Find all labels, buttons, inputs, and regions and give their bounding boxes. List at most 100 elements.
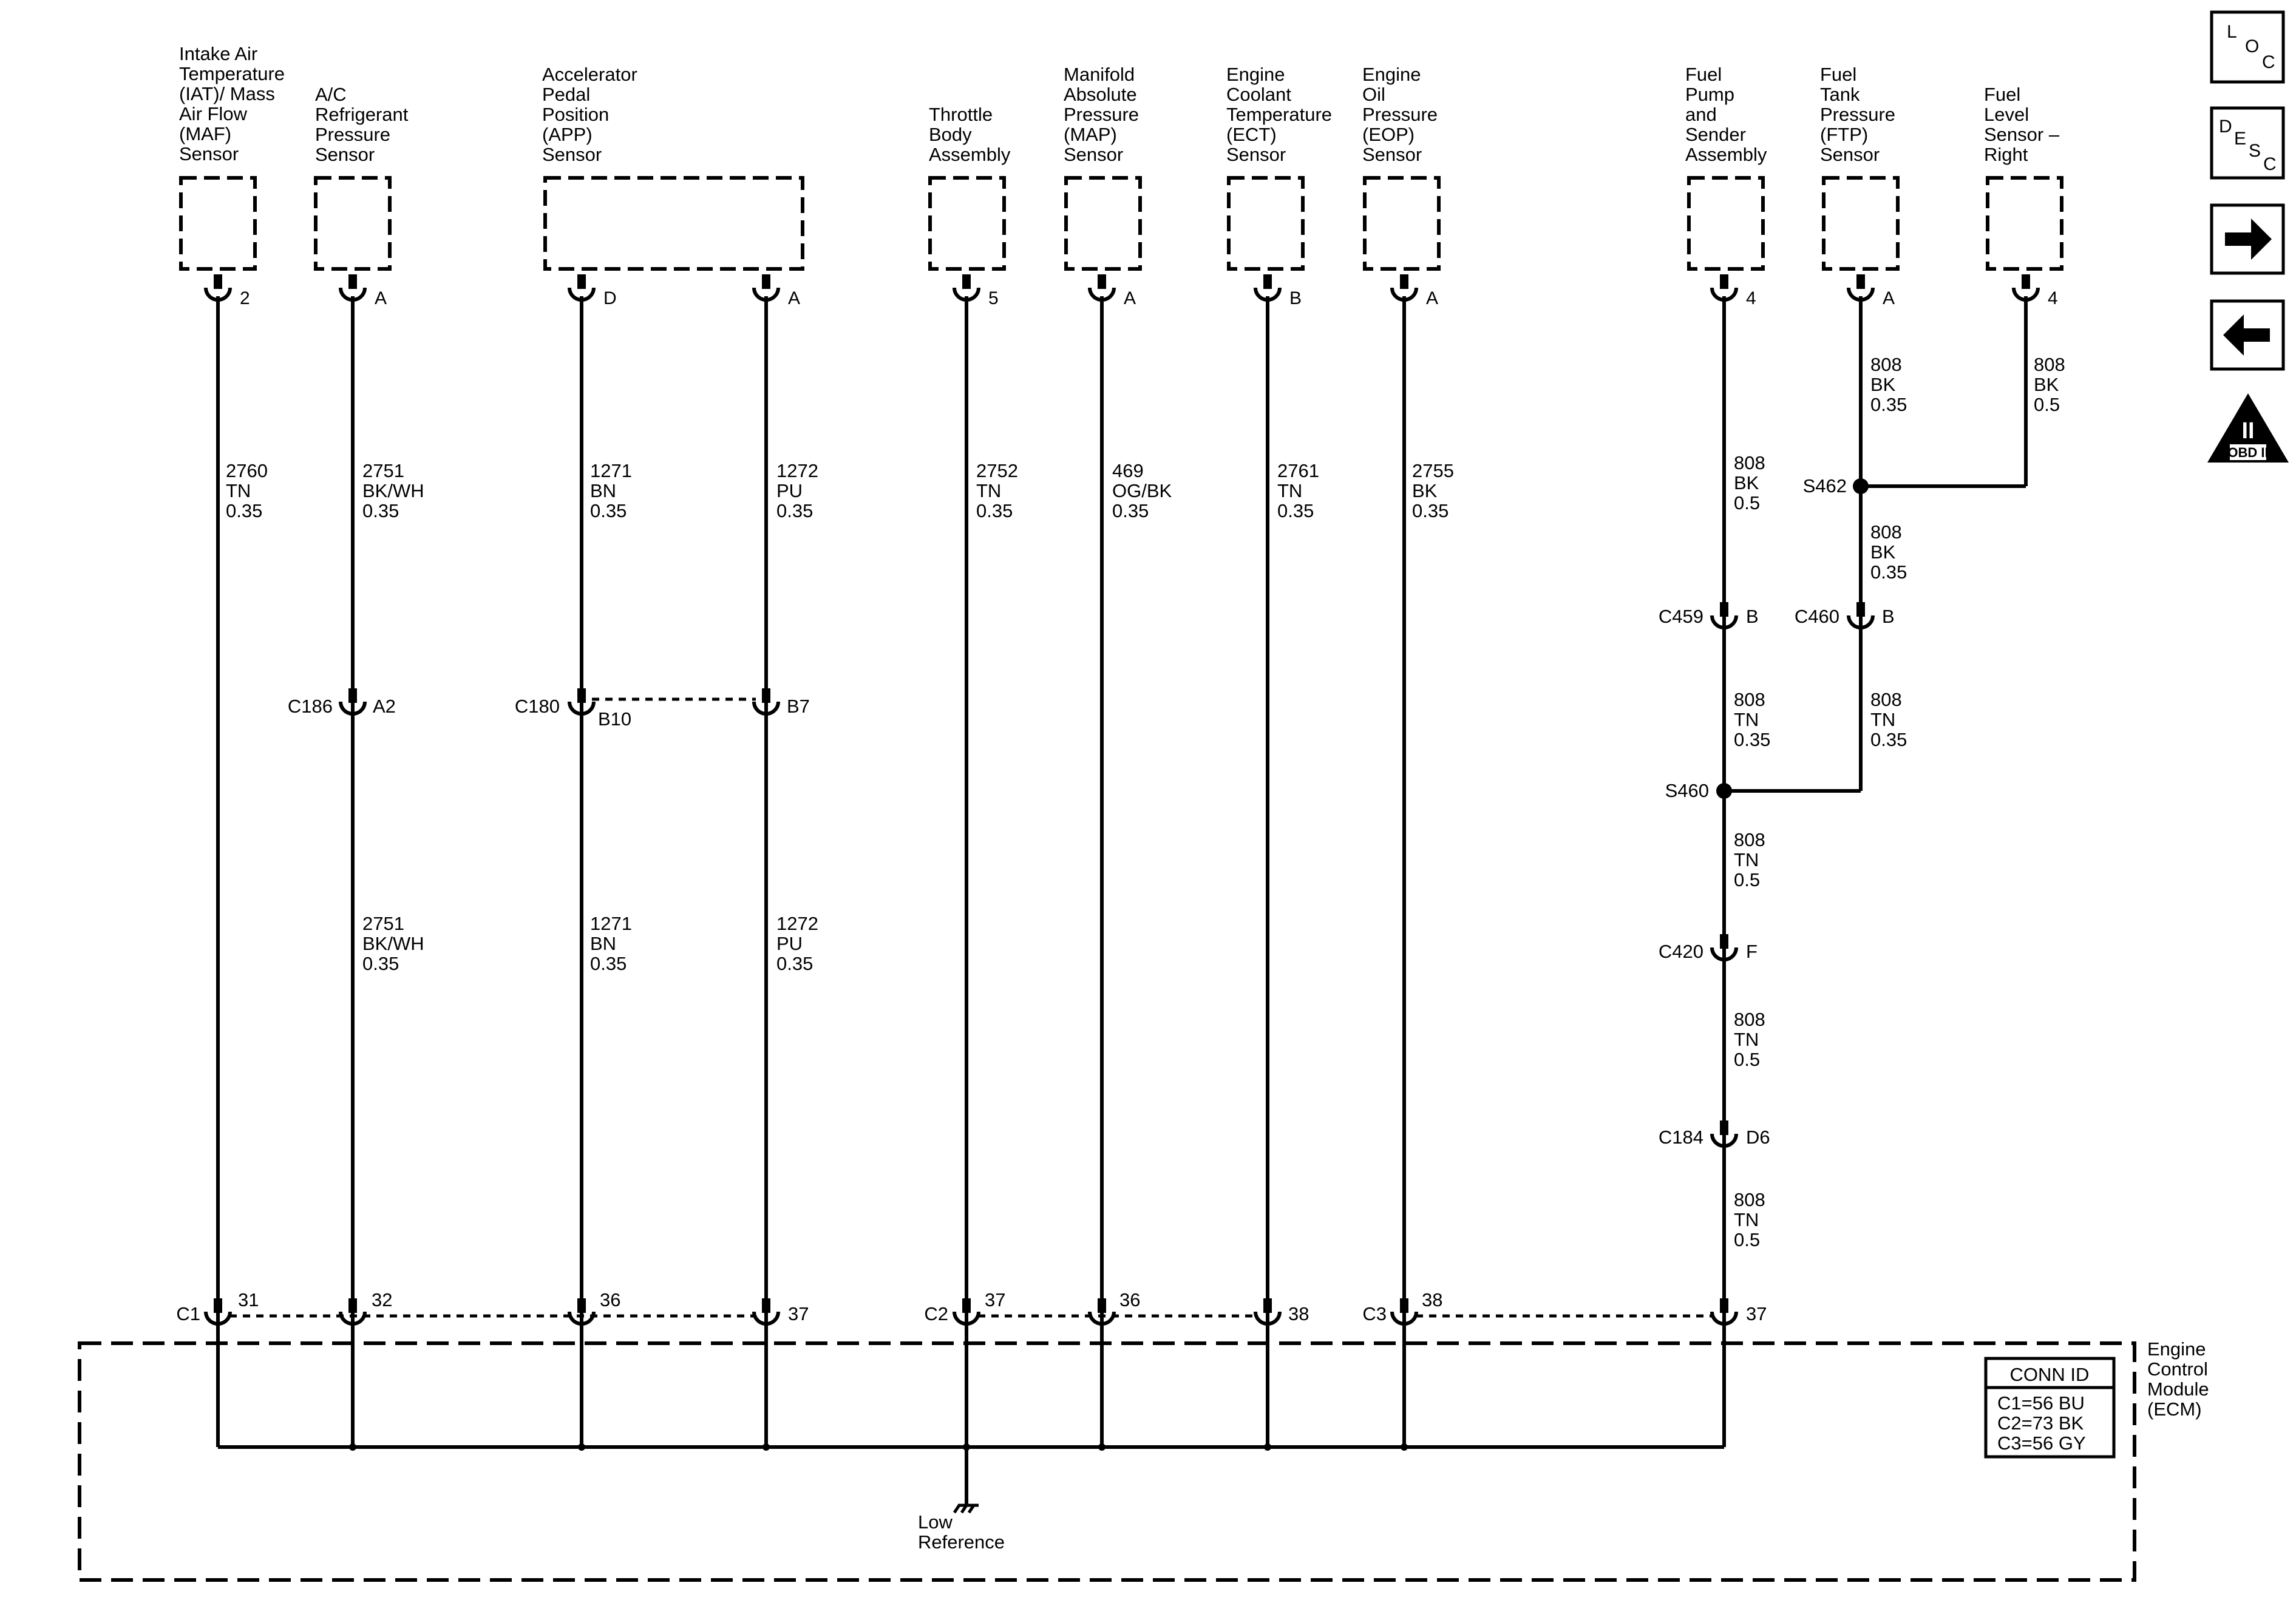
connector-c420-name: C420 <box>1659 941 1703 962</box>
component-title-map: Manifold Absolute Pressure (MAP) Sensor <box>1064 64 1144 165</box>
component-title-ftp: Fuel Tank Pressure (FTP) Sensor <box>1820 64 1901 165</box>
arrow-right-icon <box>2225 219 2272 260</box>
component-box-fuel-level-right <box>1986 176 2063 271</box>
obd-ii-triangle-icon <box>2207 393 2289 463</box>
svg-text:C: C <box>2263 154 2277 174</box>
connector-c460-name: C460 <box>1795 606 1839 627</box>
ecm-pin: 32 <box>372 1289 392 1310</box>
pin-label: 4 <box>2048 288 2058 308</box>
splice-s460-label: S460 <box>1665 780 1709 801</box>
ecm-pin: 38 <box>1422 1289 1442 1310</box>
connector-c184-name: C184 <box>1659 1127 1703 1148</box>
pin-label: B <box>1289 288 1302 308</box>
component-title-iat-maf: Intake Air Temperature (IAT)/ Mass Air F… <box>179 43 290 164</box>
pin-label: A <box>1883 288 1895 308</box>
pin-label: 2 <box>240 288 250 308</box>
ecm-pin: 36 <box>600 1289 620 1310</box>
ecm-connector-c1: C1 <box>176 1303 200 1324</box>
svg-text:O: O <box>2245 36 2259 56</box>
pin-label: 4 <box>1746 288 1756 308</box>
obd-roman: II <box>2241 418 2254 444</box>
connector-c186-name: C186 <box>288 696 333 717</box>
connector-c459-pin: B <box>1746 606 1759 627</box>
desc-button[interactable]: D E S C <box>2210 106 2285 180</box>
component-title-ect: Engine Coolant Temperature (ECT) Sensor <box>1226 64 1337 165</box>
component-title-ac-refrigerant: A/C Refrigerant Pressure Sensor <box>315 84 413 165</box>
component-box-ac-refrigerant <box>314 176 392 271</box>
ecm-pin: 37 <box>1746 1303 1767 1324</box>
previous-page-button[interactable] <box>2210 299 2285 371</box>
low-reference-label: Low Reference <box>918 1511 1005 1553</box>
conn-id-table: CONN ID C1=56 BU C2=73 BK C3=56 GY <box>1984 1357 2116 1459</box>
conn-id-header: CONN ID <box>2010 1364 2090 1385</box>
pin-label: A <box>788 288 800 308</box>
arrow-left-icon <box>2223 314 2270 356</box>
splice-s462-dot <box>1853 478 1869 494</box>
component-box-map <box>1064 176 1142 271</box>
conn-id-row: C3=56 GY <box>1997 1432 2086 1454</box>
obd-label: OBD II <box>2227 445 2268 460</box>
component-title-fuel-level-right: Fuel Level Sensor – Right <box>1984 84 2065 165</box>
connector-c180-name: C180 <box>515 696 560 717</box>
ecm-connector-c3: C3 <box>1362 1303 1387 1324</box>
pin-label: D <box>603 288 617 308</box>
svg-text:E: E <box>2234 129 2246 149</box>
conn-id-row: C1=56 BU <box>1997 1392 2085 1414</box>
connector-c459-name: C459 <box>1659 606 1703 627</box>
svg-text:S: S <box>2249 141 2261 161</box>
component-box-fuel-pump <box>1687 176 1765 271</box>
connector-c180-pin: B10 <box>598 708 631 730</box>
ecm-pin: 36 <box>1119 1289 1140 1310</box>
svg-text:D: D <box>2219 117 2232 137</box>
ecm-pin: 37 <box>788 1303 809 1324</box>
obd-ii-button[interactable]: II OBD II <box>2207 393 2289 463</box>
splice-s462-label: S462 <box>1803 475 1847 497</box>
ecm-pin: 31 <box>238 1289 259 1310</box>
ecm-connector-c2: C2 <box>924 1303 948 1324</box>
connector-c180-pin2: B7 <box>787 696 810 717</box>
component-box-throttle-body <box>928 176 1006 271</box>
loc-button[interactable]: L O C <box>2210 10 2285 84</box>
component-title-fuel-pump: Fuel Pump and Sender Assembly <box>1685 64 1767 165</box>
connector-c186-pin: A2 <box>373 696 396 717</box>
conn-id-row: C2=73 BK <box>1997 1412 2084 1434</box>
ecm-pin: 37 <box>985 1289 1005 1310</box>
connector-c420-pin: F <box>1746 941 1758 962</box>
next-page-button[interactable] <box>2210 203 2285 275</box>
svg-text:L: L <box>2227 22 2237 42</box>
connector-c460-pin: B <box>1882 606 1895 627</box>
ecm-pin: 38 <box>1288 1303 1309 1324</box>
svg-text:C: C <box>2262 52 2275 72</box>
ground-icon <box>953 1503 979 1514</box>
component-box-app <box>543 176 804 271</box>
component-box-eop <box>1363 176 1441 271</box>
pin-label: A <box>1124 288 1136 308</box>
connector-c184-pin: D6 <box>1746 1127 1770 1148</box>
component-box-iat-maf <box>179 176 257 271</box>
ecm-box <box>78 1341 2136 1582</box>
ecm-title: Engine Control Module (ECM) <box>2147 1338 2214 1420</box>
pin-label: A <box>375 288 387 308</box>
component-title-throttle-body: Throttle Body Assembly <box>929 104 1011 165</box>
component-title-app: Accelerator Pedal Position (APP) Sensor <box>542 64 642 165</box>
component-title-eop: Engine Oil Pressure (EOP) Sensor <box>1362 64 1443 165</box>
